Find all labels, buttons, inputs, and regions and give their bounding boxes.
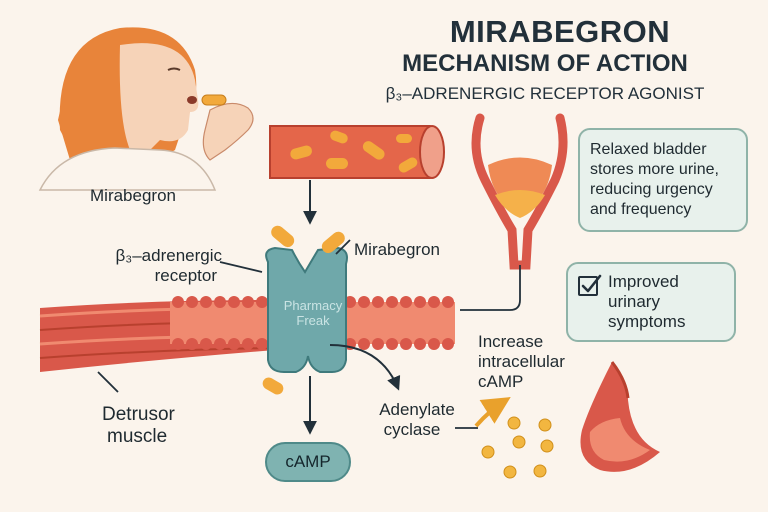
label-enzyme-line1: Adenylate [379, 400, 455, 419]
drug-molecule [321, 231, 345, 254]
label-receptor-line1: β₃–adrenergic [115, 246, 222, 265]
receptor-pointer [219, 261, 263, 273]
drug-molecule [271, 225, 295, 248]
label-increase-line2: intracellular [478, 352, 565, 371]
camp-increase-arrow [474, 397, 511, 428]
watermark-line2: Freak [296, 313, 330, 328]
camp-badge: cAMP [265, 442, 351, 482]
title-tagline: β₃–ADRENERGIC RECEPTOR AGONIST [385, 84, 705, 103]
bladder-effect-line4: and frequency [590, 201, 692, 218]
label-muscle-line2: muscle [107, 426, 168, 447]
camp-molecules [481, 416, 554, 479]
symptoms-line1: Improved [608, 272, 679, 291]
relaxed-bladder-icon [580, 361, 660, 472]
title-main: MIRABEGRON [449, 14, 671, 49]
watermark-line1: Pharmacy [283, 298, 343, 313]
label-person-mirabegron: Mirabegron [90, 186, 176, 205]
label-increase-line3: cAMP [478, 372, 524, 391]
bladder-icon [460, 113, 568, 311]
checkbox-icon [578, 274, 602, 296]
blood-vessel-icon [269, 125, 445, 179]
bladder-effect-line1: Relaxed bladder [590, 141, 707, 158]
watermark: Pharmacy Freak [268, 298, 358, 328]
symptoms-line3: symptoms [608, 312, 686, 331]
symptoms-box: Improved urinary symptoms [566, 262, 736, 342]
bladder-effect-line2: stores more urine, [590, 161, 719, 178]
arrow-to-adenylate-cyclase [329, 344, 401, 391]
label-mirabegron-receptor: Mirabegron [354, 240, 440, 259]
label-enzyme-line2: cyclase [383, 420, 441, 439]
bladder-effect-box: Relaxed bladder stores more urine, reduc… [578, 128, 748, 232]
label-muscle-line1: Detrusor [102, 404, 175, 425]
symptoms-line2: urinary [608, 292, 660, 311]
title-sub: MECHANISM OF ACTION [402, 50, 688, 77]
bladder-effect-line3: reducing urgency [590, 181, 713, 198]
receptor-icon [265, 246, 348, 373]
mirabegron-pointer [335, 239, 351, 255]
drug-molecule [262, 377, 284, 395]
label-receptor-line2: receptor [154, 266, 217, 285]
person-taking-pill-icon [38, 27, 254, 191]
label-increase-line1: Increase [478, 332, 544, 351]
